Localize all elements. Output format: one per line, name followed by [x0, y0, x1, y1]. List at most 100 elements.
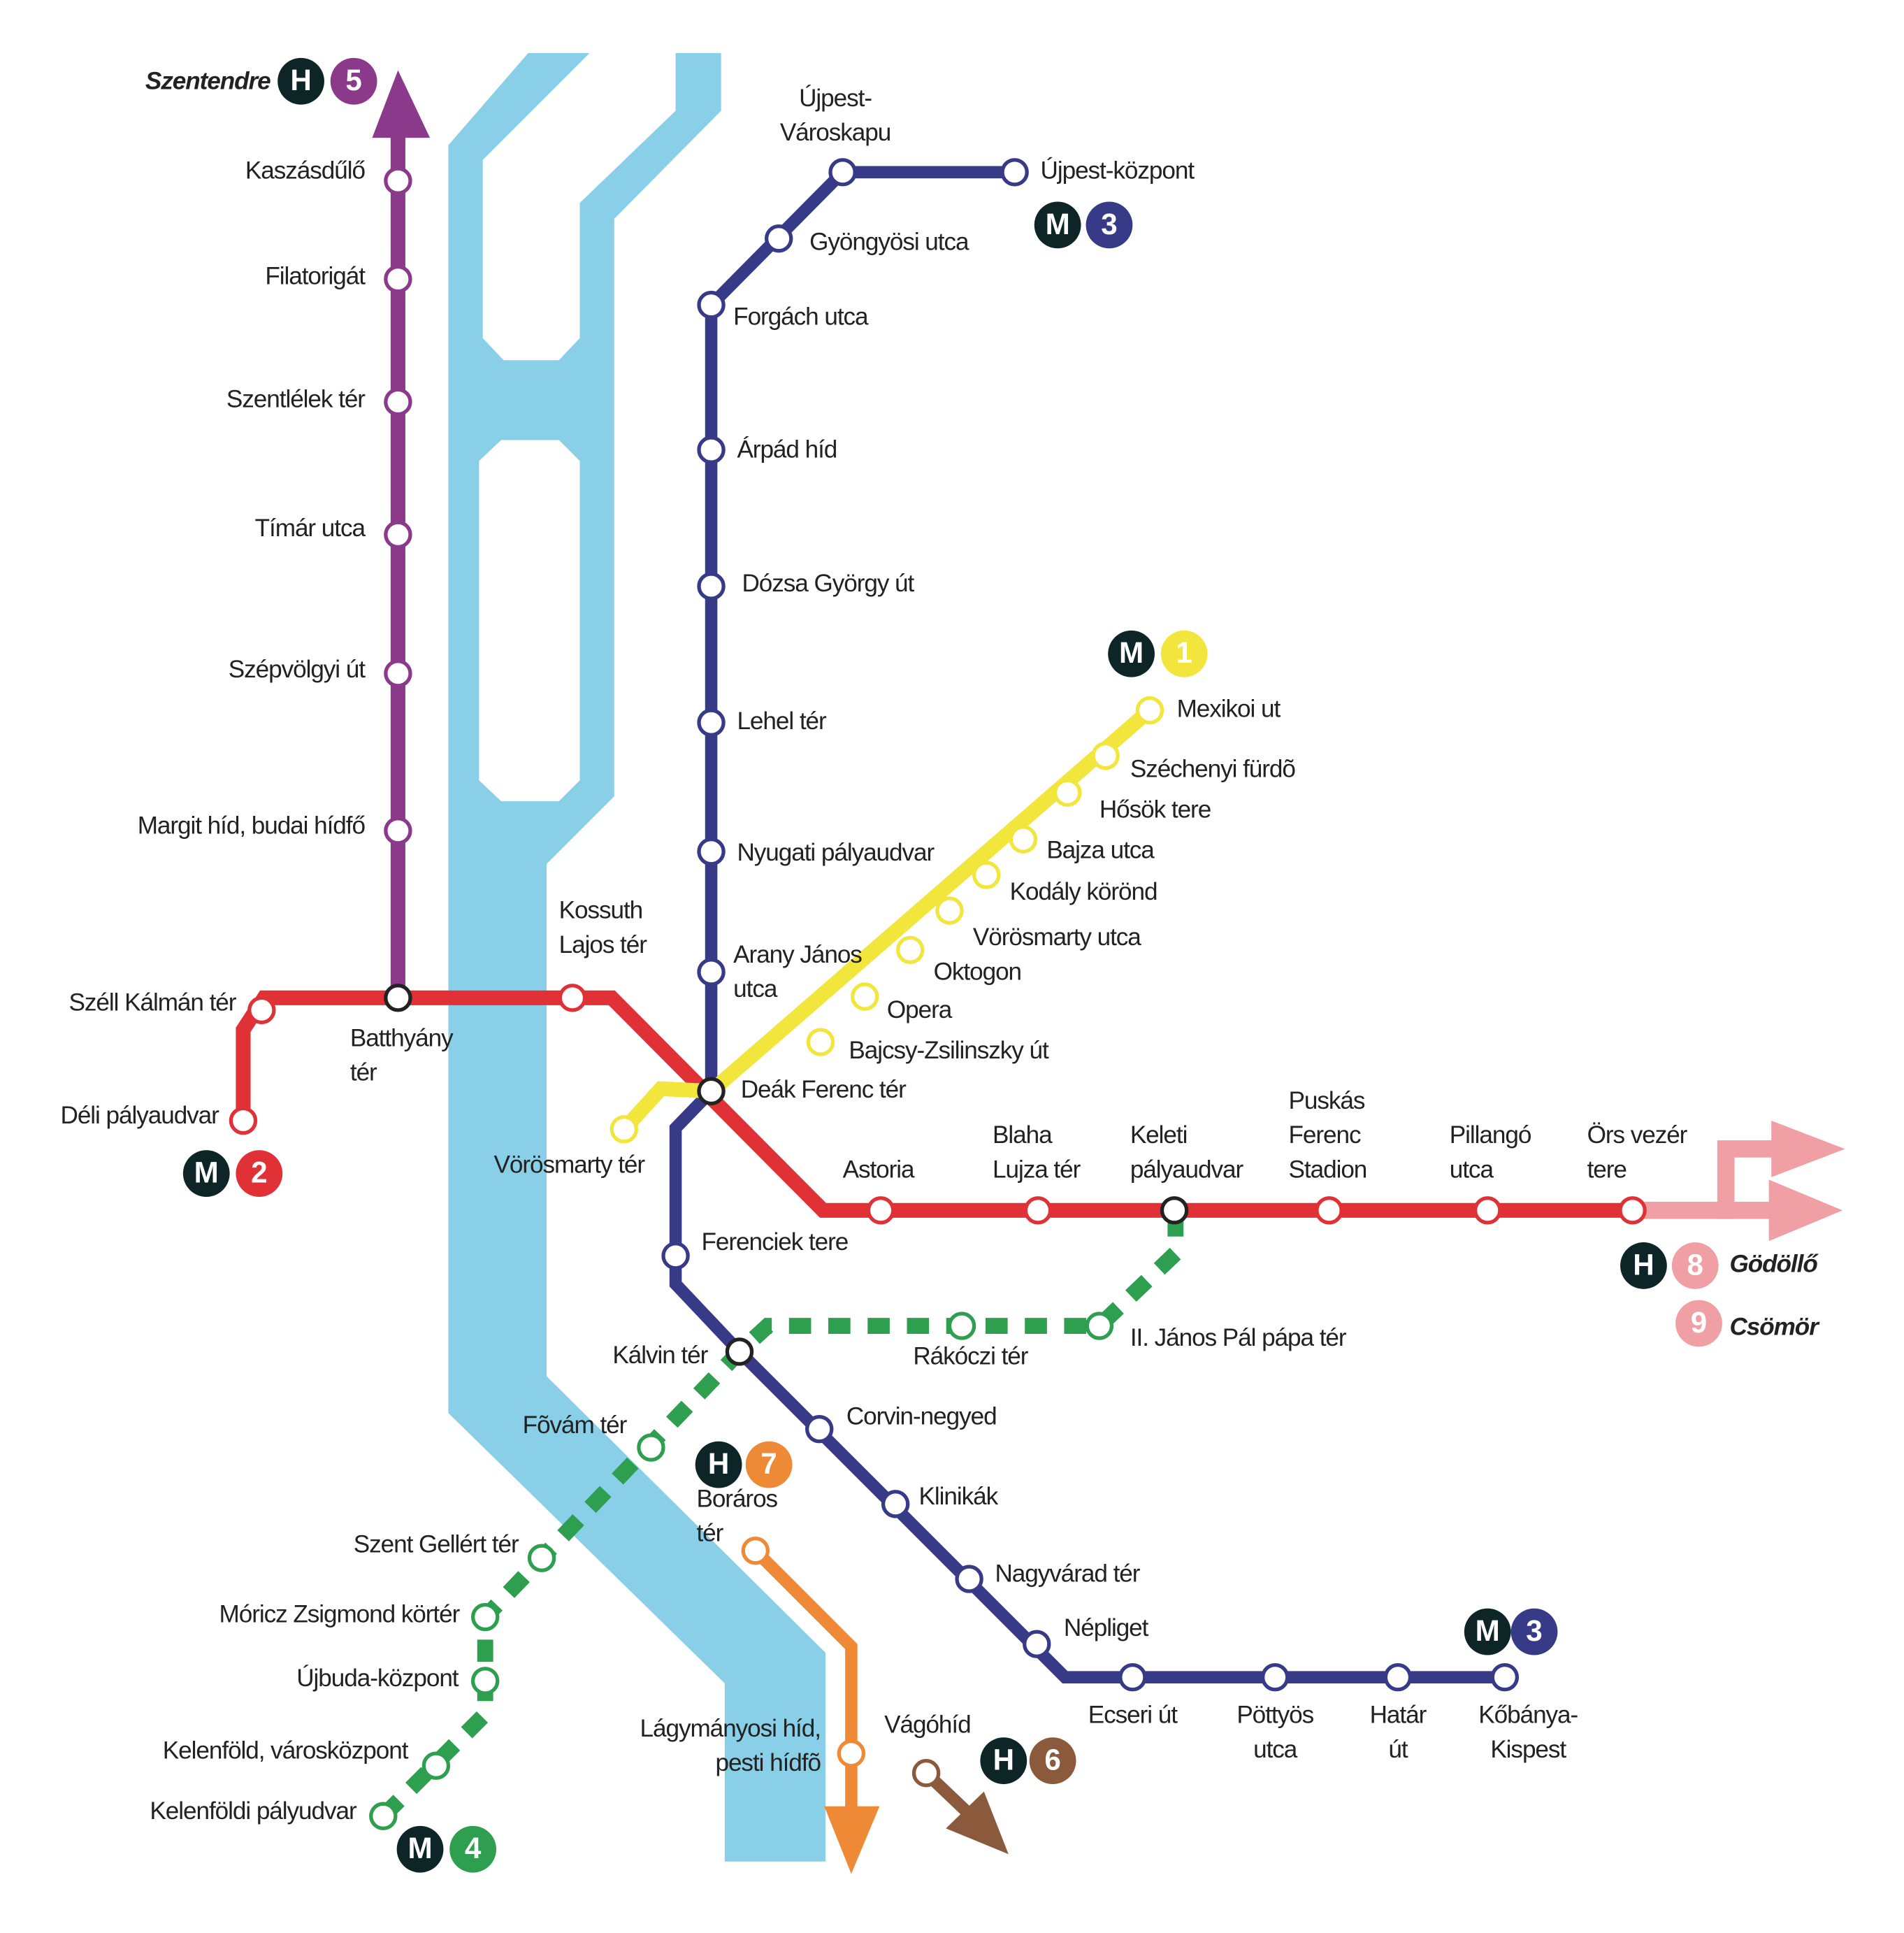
station-m2-3[interactable]: [558, 984, 587, 1012]
station-h6-0[interactable]: [911, 1759, 941, 1788]
station-m3-15[interactable]: [1023, 1630, 1051, 1658]
station-m3-5[interactable]: [697, 572, 726, 601]
badge-h5-type-circle: [277, 57, 324, 105]
station-h7-0[interactable]: [741, 1536, 770, 1565]
station-m3-17[interactable]: [1260, 1662, 1290, 1692]
station-label: Vörösmarty utca: [973, 924, 1141, 951]
station-label: Mexikoi ut: [1177, 695, 1281, 722]
station-m3-11[interactable]: [725, 1337, 754, 1366]
station-h5-4[interactable]: [384, 659, 412, 688]
station-m2-9[interactable]: [1618, 1196, 1647, 1225]
station-label: Dózsa György út: [742, 570, 914, 597]
station-label: Kelenföldi pályudvar: [150, 1797, 357, 1825]
station-label: Szépvölgyi út: [229, 656, 366, 683]
station-m3-2[interactable]: [764, 224, 793, 253]
station-label: Klinikák: [919, 1483, 999, 1510]
station-m3-19[interactable]: [1490, 1662, 1520, 1692]
station-m4-2[interactable]: [470, 1667, 500, 1695]
station-label: Ferenc: [1289, 1121, 1361, 1149]
station-label: Blaha: [993, 1121, 1053, 1149]
badge-m4-type: M: [408, 1832, 432, 1864]
station-m3-6[interactable]: [697, 708, 726, 737]
station-m3-3[interactable]: [697, 290, 726, 319]
station-m4-3[interactable]: [470, 1602, 500, 1632]
badge-m3_north-number-circle: [1086, 201, 1133, 249]
station-label: Hősök tere: [1099, 796, 1211, 823]
station-h7-1[interactable]: [837, 1739, 866, 1768]
station-label: Lajos tér: [559, 931, 648, 958]
station-m3-12[interactable]: [805, 1414, 834, 1444]
station-label: Oktogon: [934, 958, 1021, 985]
station-m3-4[interactable]: [697, 436, 726, 464]
station-m4-0[interactable]: [369, 1802, 398, 1830]
station-m1-5[interactable]: [972, 861, 1001, 889]
badge-m3_south-type: M: [1476, 1614, 1500, 1647]
station-m3-8[interactable]: [697, 958, 726, 986]
station-m4-7[interactable]: [1085, 1312, 1114, 1340]
badge-m3_north-type: M: [1046, 208, 1070, 240]
badge-h8-type: H: [1633, 1248, 1654, 1281]
station-h5-5[interactable]: [384, 817, 412, 845]
destination-h9: Csömör: [1729, 1313, 1820, 1340]
station-h5-1[interactable]: [384, 265, 412, 294]
station-m1-9[interactable]: [1135, 696, 1164, 725]
station-label: tér: [350, 1059, 377, 1086]
station-m1-2[interactable]: [851, 982, 879, 1011]
station-label: Szent Gellért tér: [354, 1530, 519, 1558]
station-m4-1[interactable]: [421, 1751, 451, 1780]
station-m2-2[interactable]: [384, 984, 412, 1012]
station-label: Kálvin tér: [612, 1342, 708, 1369]
station-m3-18[interactable]: [1383, 1662, 1413, 1692]
station-m1-1[interactable]: [806, 1028, 835, 1056]
station-m3-1[interactable]: [828, 158, 857, 187]
station-label: Arany János: [733, 941, 862, 968]
station-m4-5[interactable]: [637, 1433, 665, 1462]
station-m4-4[interactable]: [527, 1544, 556, 1572]
station-m3-9[interactable]: [697, 1077, 726, 1106]
badge-h5-number: 5: [345, 64, 361, 96]
track-m2: [236, 990, 1634, 1218]
station-m1-0[interactable]: [610, 1115, 638, 1144]
station-label: Opera: [887, 996, 953, 1023]
station-m2-0[interactable]: [229, 1106, 258, 1135]
station-m3-16[interactable]: [1118, 1662, 1147, 1692]
station-m3-0[interactable]: [1000, 158, 1029, 187]
station-label: Nyugati pályaudvar: [737, 839, 935, 866]
station-m3-13[interactable]: [881, 1490, 910, 1518]
station-h5-3[interactable]: [384, 520, 412, 549]
station-label: II. János Pál pápa tér: [1130, 1324, 1347, 1351]
station-m1-3[interactable]: [896, 935, 925, 964]
station-label: Szentlélek tér: [226, 385, 366, 412]
station-m1-4[interactable]: [935, 896, 964, 925]
station-m1-6[interactable]: [1009, 825, 1038, 854]
station-label: Filatorigát: [265, 263, 366, 290]
station-label: Stadion: [1289, 1156, 1367, 1183]
station-m2-4[interactable]: [866, 1196, 895, 1225]
station-m3-7[interactable]: [697, 837, 726, 866]
station-m3-14[interactable]: [955, 1565, 983, 1593]
station-m2-7[interactable]: [1315, 1196, 1343, 1225]
badge-m3_south-type-circle: [1464, 1608, 1511, 1655]
station-label: Margit híd, budai hídfő: [138, 812, 366, 839]
station-h5-2[interactable]: [384, 387, 412, 417]
station-label: Déli pályaudvar: [61, 1102, 220, 1129]
station-m2-6[interactable]: [1160, 1196, 1189, 1225]
station-m3-10[interactable]: [661, 1242, 690, 1270]
station-label: Puskás: [1289, 1087, 1365, 1114]
station-label: Vörösmarty tér: [493, 1151, 645, 1178]
station-m2-5[interactable]: [1023, 1196, 1053, 1225]
station-label: Tímár utca: [255, 515, 366, 542]
station-m1-8[interactable]: [1091, 741, 1120, 770]
station-label: Kispest: [1490, 1736, 1566, 1763]
station-m2-8[interactable]: [1473, 1196, 1502, 1225]
station-h5-0[interactable]: [384, 166, 412, 195]
station-m1-7[interactable]: [1053, 778, 1082, 807]
track-m3: [669, 166, 1505, 1683]
track-h8h9-branch: [1717, 1140, 1794, 1219]
station-m4-6[interactable]: [947, 1312, 976, 1340]
station-m2-1[interactable]: [247, 996, 276, 1025]
station-label: Pöttyös: [1236, 1702, 1313, 1729]
margaret-island: [479, 440, 580, 802]
station-label: Kodály körönd: [1010, 878, 1157, 905]
